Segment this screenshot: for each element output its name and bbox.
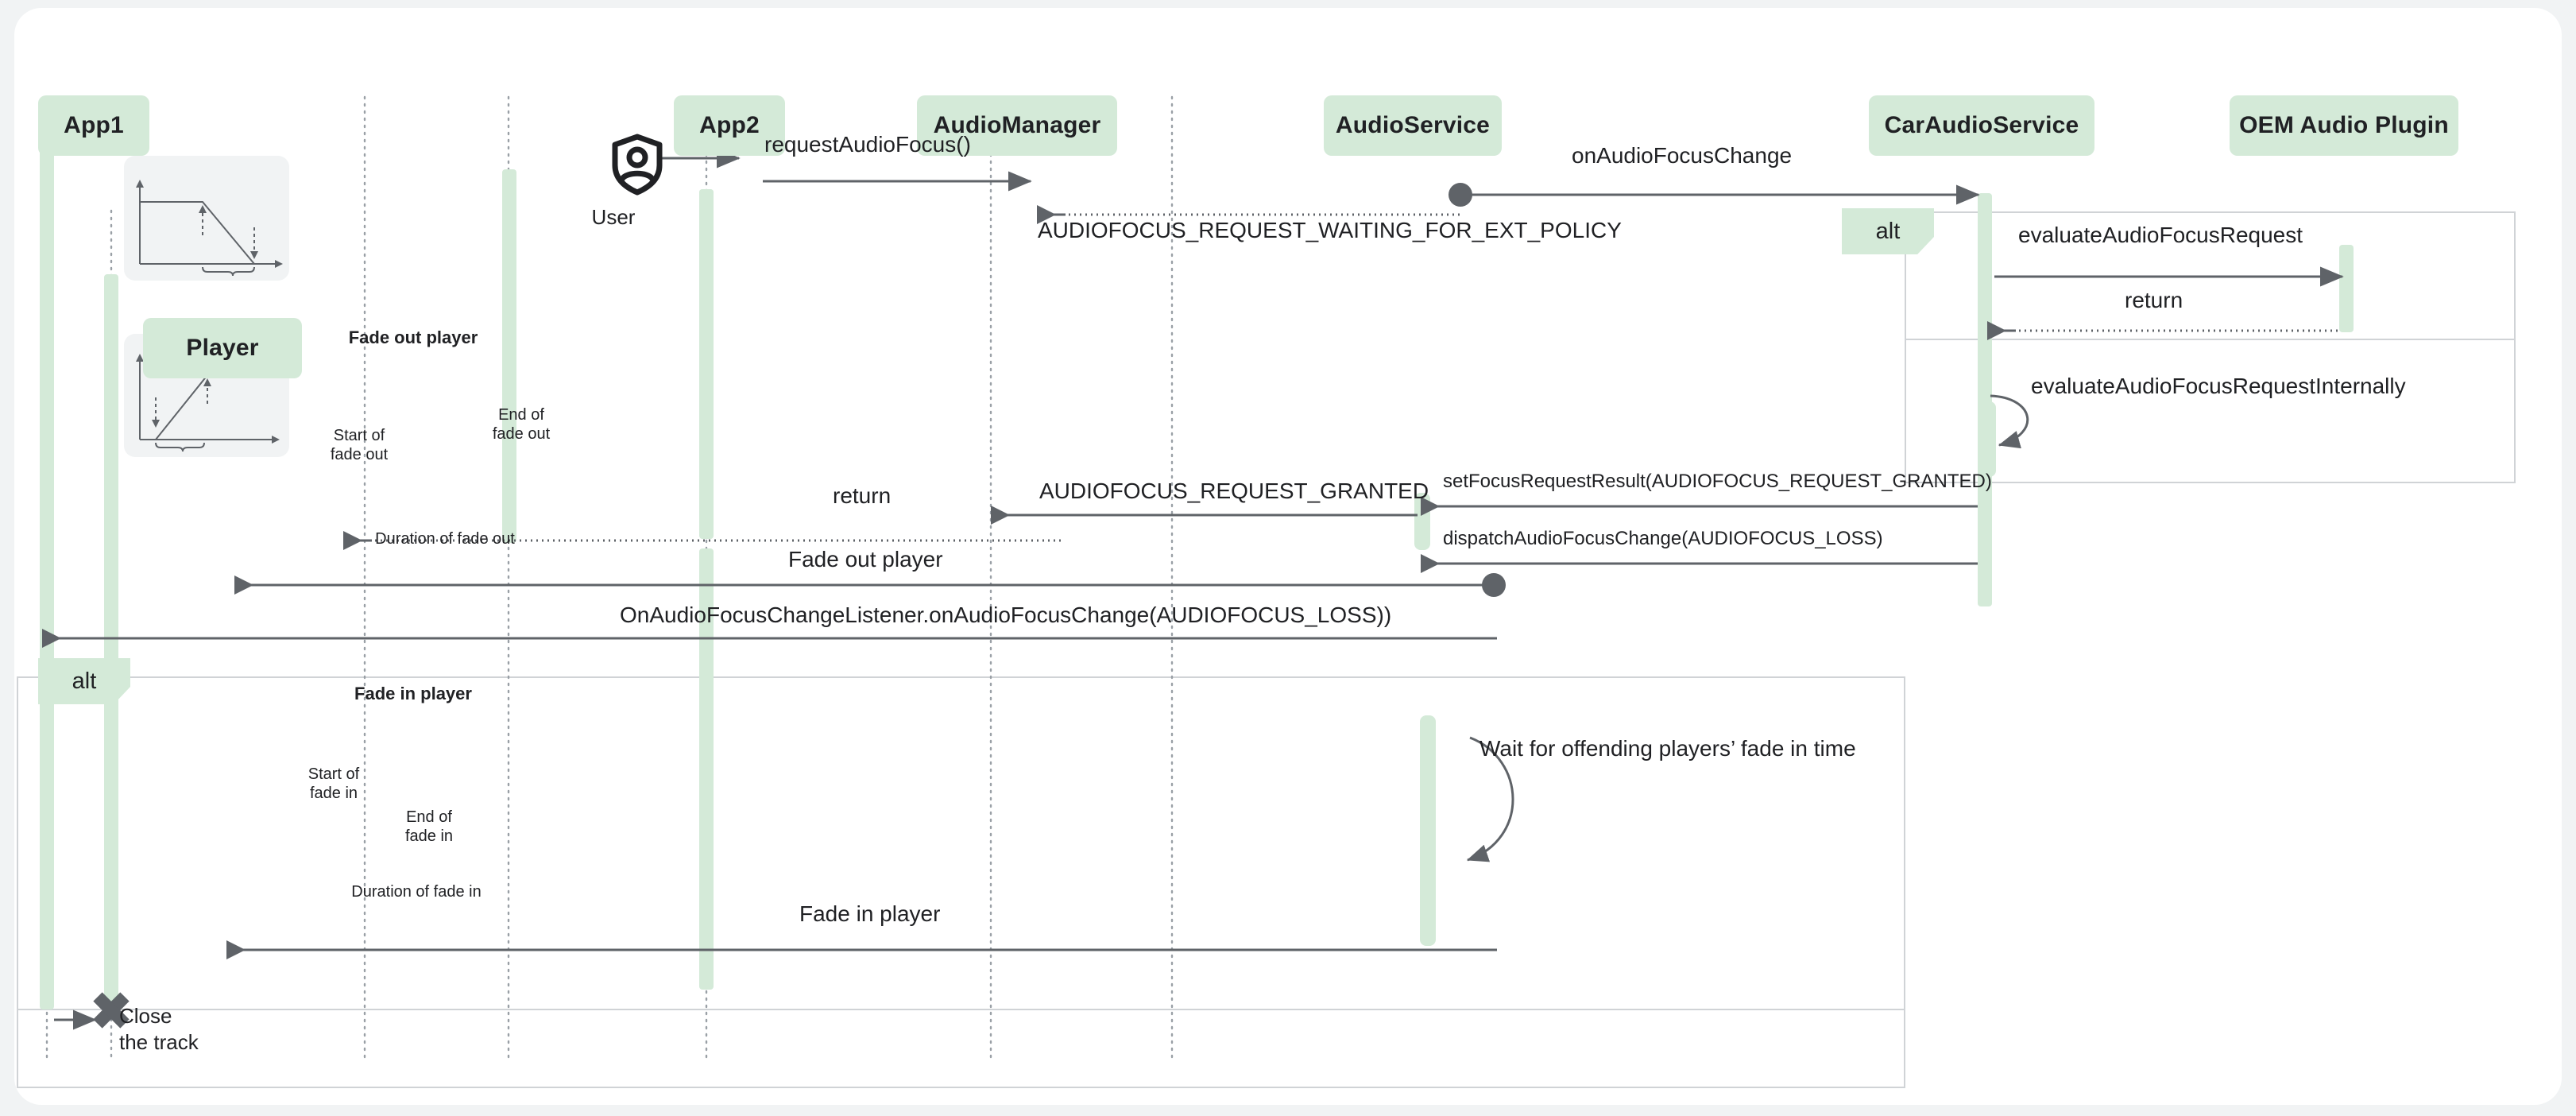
note-annotation-end-fade-in: End of fade in	[404, 808, 454, 845]
fade-out-note-chart	[124, 156, 289, 281]
fragment-label-alt-left: alt	[38, 658, 130, 704]
note-annotation-end-fade-out: End of fade out	[492, 406, 551, 443]
fragment-label-alt-right: alt	[1842, 208, 1934, 254]
msg-label-evaluateaudiofocusrequest: evaluateAudioFocusRequest	[2018, 223, 2303, 247]
participant-app2[interactable]: App2	[674, 95, 785, 156]
msg-self-wait-fade-in	[1466, 736, 1514, 862]
shield-user-icon	[612, 134, 663, 196]
msg-label-fade-out-player: Fade out player	[788, 547, 943, 572]
participant-oemaudioplugin[interactable]: OEM Audio Plugin	[2230, 95, 2458, 156]
activation-bars	[40, 134, 2354, 1013]
participant-audiomanager[interactable]: AudioManager	[917, 95, 1117, 156]
msg-label-dispatchaudiofocuschange: dispatchAudioFocusChange(AUDIOFOCUS_LOSS…	[1443, 528, 1883, 549]
msg-label-return-oem: return	[2125, 288, 2183, 312]
msg-label-onaudiofocuschangelistener: OnAudioFocusChangeListener.onAudioFocusC…	[620, 603, 1392, 627]
note-annotation-duration-fade-out: Duration of fade out	[375, 530, 515, 548]
participant-caraudioservice[interactable]: CarAudioService	[1869, 95, 2094, 156]
msg-label-onaudiofocuschange: onAudioFocusChange	[1572, 143, 1793, 168]
fragment-alt-left	[17, 676, 1905, 1088]
participant-player[interactable]: Player	[143, 318, 302, 378]
msg-label-wait-fade-in: Wait for offending players’ fade in time	[1479, 736, 1856, 761]
participant-app1[interactable]: App1	[38, 95, 149, 156]
msg-label-fade-in-player: Fade in player	[799, 901, 941, 926]
msg-label-evaluate-internally: evaluateAudioFocusRequestInternally	[2031, 374, 2406, 398]
diagram-canvas	[14, 8, 2562, 1105]
actor-user-label: User	[591, 205, 636, 229]
fragment-alt-right	[1905, 211, 2516, 483]
note-title-fade-in: Fade in player	[354, 684, 472, 703]
msg-self-evaluate-internally	[1990, 394, 2029, 449]
msg-label-waiting-for-ext-policy: AUDIOFOCUS_REQUEST_WAITING_FOR_EXT_POLIC…	[1038, 218, 1622, 242]
msg-label-setfocusrequestresult: setFocusRequestResult(AUDIOFOCUS_REQUEST…	[1443, 471, 1992, 492]
msg-label-close-the-track: Close the track	[119, 1004, 199, 1054]
note-annotation-duration-fade-in: Duration of fade in	[351, 883, 482, 901]
note-annotation-start-fade-in: Start of fade in	[307, 765, 360, 802]
note-annotation-start-fade-out: Start of fade out	[330, 427, 389, 463]
msg-label-audiofocus-request-granted: AUDIOFOCUS_REQUEST_GRANTED	[1039, 479, 1429, 503]
msg-label-return-audiomanager: return	[833, 483, 892, 508]
x-destroy-icon	[93, 992, 130, 1029]
participant-audioservice[interactable]: AudioService	[1324, 95, 1502, 156]
msg-label-requestaudiofocus: requestAudioFocus()	[764, 132, 971, 157]
note-title-fade-out: Fade out player	[348, 327, 478, 347]
